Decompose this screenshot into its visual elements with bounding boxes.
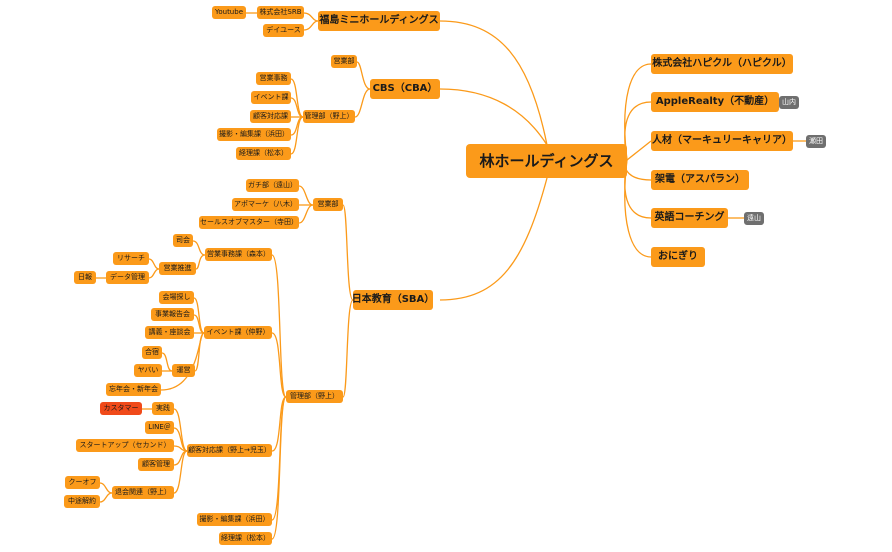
node-jinzai[interactable]: 人材（マーキュリーキャリア） bbox=[651, 131, 793, 151]
node-sba-gashuku[interactable]: 合宿 bbox=[142, 346, 162, 359]
node-sba-jigyo[interactable]: 事業報告会 bbox=[151, 308, 194, 321]
node-fukushima-mini-hd[interactable]: 福島ミニホールディングス bbox=[318, 11, 440, 31]
tag-seta[interactable]: 瀬田 bbox=[806, 135, 826, 148]
node-sba-cooling[interactable]: クーオフ bbox=[65, 476, 100, 489]
node-youtube[interactable]: Youtube bbox=[212, 6, 246, 19]
node-sba-kaijo[interactable]: 会場探し bbox=[159, 291, 194, 304]
node-cbs-eigyo-jimu[interactable]: 営業事務 bbox=[256, 72, 291, 85]
node-sba-nippo[interactable]: 日報 bbox=[74, 271, 96, 284]
node-sba[interactable]: 日本教育（SBA） bbox=[352, 290, 434, 310]
node-sba-gachi[interactable]: ガチ部（遠山） bbox=[246, 179, 299, 192]
node-sba-sales[interactable]: セールスオブマスター（寺田） bbox=[199, 216, 299, 229]
node-sba-eigyo[interactable]: 営業部 bbox=[313, 198, 343, 211]
node-sba-kanri[interactable]: 管理部（野上） bbox=[286, 390, 343, 403]
node-sba-jimu[interactable]: 営業事務課（森本） bbox=[205, 248, 272, 261]
node-eigo-coaching[interactable]: 英語コーチング bbox=[651, 208, 728, 228]
tag-toyama[interactable]: 遠山 bbox=[744, 212, 764, 225]
node-sba-event[interactable]: イベント課（仲野） bbox=[204, 326, 272, 339]
node-sba-kokyaku[interactable]: 顧客対応課（野上→児玉） bbox=[187, 444, 272, 457]
node-sba-taikai[interactable]: 退会関連（野上） bbox=[112, 486, 174, 499]
node-srb[interactable]: 株式会社SRB bbox=[257, 6, 304, 19]
node-cbs-keiri[interactable]: 経理課（松本） bbox=[236, 147, 291, 160]
node-sba-jissen[interactable]: 実践 bbox=[152, 402, 174, 415]
root-node[interactable]: 林ホールディングス bbox=[466, 144, 627, 178]
node-sba-research[interactable]: リサーチ bbox=[113, 252, 149, 265]
node-sba-customer[interactable]: カスタマー bbox=[100, 402, 142, 415]
node-deiyusu[interactable]: デイユース bbox=[263, 24, 304, 37]
node-onigiri[interactable]: おにぎり bbox=[651, 247, 705, 267]
node-sba-suishin[interactable]: 営業推進 bbox=[159, 262, 196, 275]
node-sba-yabai[interactable]: ヤバい bbox=[134, 364, 162, 377]
node-cbs-event[interactable]: イベント課 bbox=[251, 91, 291, 104]
node-cbs-kokyaku[interactable]: 顧客対応課 bbox=[250, 110, 291, 123]
node-sba-unei[interactable]: 運営 bbox=[172, 364, 195, 377]
node-sba-keiri[interactable]: 経理課（松本） bbox=[219, 532, 272, 545]
node-cbs-kanri[interactable]: 管理部（野上） bbox=[303, 110, 355, 123]
node-sba-apo[interactable]: アポマーケ（八木） bbox=[232, 198, 299, 211]
node-sba-chuto[interactable]: 中途解約 bbox=[64, 495, 100, 508]
node-sba-bonen[interactable]: 忘年会・新年会 bbox=[106, 383, 161, 396]
tag-yamauchi[interactable]: 山内 bbox=[779, 96, 799, 109]
node-sba-kokyaku-kanri[interactable]: 顧客管理 bbox=[138, 458, 174, 471]
node-sba-startup[interactable]: スタートアップ（セカンド） bbox=[76, 439, 174, 452]
node-sba-satsuei[interactable]: 撮影・編集課（浜田） bbox=[197, 513, 272, 526]
node-cbs-satsuei[interactable]: 撮影・編集課（浜田） bbox=[217, 128, 291, 141]
node-apple-realty[interactable]: AppleRealty（不動産） bbox=[651, 92, 779, 112]
node-sba-data[interactable]: データ管理 bbox=[106, 271, 149, 284]
node-hapikuru[interactable]: 株式会社ハピクル（ハピクル） bbox=[651, 54, 793, 74]
node-kaden[interactable]: 架電（アスパラン） bbox=[651, 170, 749, 190]
node-cbs[interactable]: CBS（CBA） bbox=[370, 79, 440, 99]
node-sba-shikai[interactable]: 司会 bbox=[173, 234, 193, 247]
node-sba-line[interactable]: LINE＠ bbox=[145, 421, 174, 434]
node-cbs-eigyo[interactable]: 営業部 bbox=[331, 55, 357, 68]
node-sba-koshu[interactable]: 講義・座談会 bbox=[145, 326, 194, 339]
